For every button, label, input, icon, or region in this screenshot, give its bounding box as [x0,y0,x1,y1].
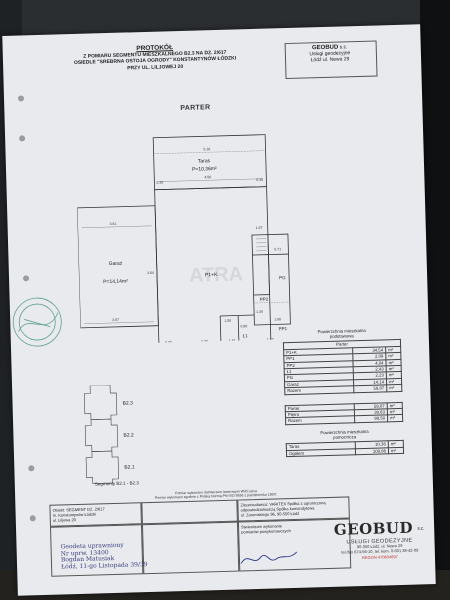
watermark: ATRA [189,263,244,287]
blank-box [141,499,238,525]
dim-8: 1.57 [267,337,274,341]
floor-plan: ATRA Taras P=10,36m² Garaż P=14,14m² P1+… [76,134,291,345]
segment-b21-label: B2.1 [124,464,135,470]
company-footer: GEOBUD s.c. USŁUGI GEODEZYJNE 90-350 Łód… [324,518,435,561]
segment-b23-label: B2.3 [122,400,133,406]
dim-garage-bottom: 3.67 [112,318,119,322]
surveyor-stamp: Geodeta uprawniony Nr uprw. 13400 Bogdan… [60,542,147,571]
cell-unit: m² [387,414,403,422]
pp2-label: PP2 [260,297,269,302]
dim-3: 1.80 [274,317,281,321]
cell-unit: m² [386,384,402,392]
dim-terrace-width: 5.18 [203,147,210,151]
dim-4: 0.90 [240,324,247,328]
level-title: PARTER [180,104,211,112]
document-sheet: PROTOKÓŁ Z POMIARU SEGMENTU MIESZKALNEGO… [2,24,436,596]
signature-icon [240,551,298,564]
dim-6: 2.20 [201,339,208,343]
dim-9: 0.30 [156,181,163,185]
cell-value: 109,86 [355,447,389,455]
signature-box [141,521,240,575]
dim-1: 1.35 [256,310,263,314]
pp1-label: PP1 [278,326,287,331]
document-header: PROTOKÓŁ Z POMIARU SEGMENTU MIESZKALNEGO… [55,43,256,73]
company-footer-suffix: s.c. [417,525,425,531]
terrace-area: P=10,36m² [192,166,217,173]
object-box: Obiekt: SEGMENT DZ. 2/617 m. Konstantynó… [49,502,142,527]
dim-7: 3.20 [165,340,172,344]
terrace-label: Taras [198,158,211,164]
dim-10: 0.30 [256,178,263,182]
dim-11: 1.67 [256,226,263,230]
living-label: P1+K [205,272,218,278]
segment-b22-label: B2.2 [123,432,134,438]
green-stamp-icon [12,297,62,347]
areas-panel: Powierzchnia mieszkalna podstawowa Parte… [283,327,405,457]
cell-unit: m² [388,447,404,454]
segments-caption: Segmenty B2.1 - B2.3 [94,480,139,487]
garage-area: P=14,14m² [103,279,128,286]
garage-label: Garaż [109,261,123,267]
orderer-box: Zleceniodawca: VARITEX Spółka z ogranicz… [237,496,350,522]
company-header: GEOBUD s.c. Usługi geodezyjne Łódź ul. N… [295,44,365,64]
cell-name: Ogółem [286,448,356,457]
company-footer-name: GEOBUD [333,518,414,539]
l1-label: Ł1 [243,333,249,338]
dim-terrace-inner: 4.56 [204,175,211,179]
dim-2: 1.50 [224,319,231,323]
pg-label: PG [279,275,286,280]
dim-5: 1.81 [229,339,236,343]
segments-sketch: B2.3 B2.2 B2.1 [83,384,135,484]
dim-stair-width: 0.71 [274,247,281,251]
dim-garage-width: 3.61 [110,222,117,226]
dim-garage-height: 3.84 [147,271,154,275]
